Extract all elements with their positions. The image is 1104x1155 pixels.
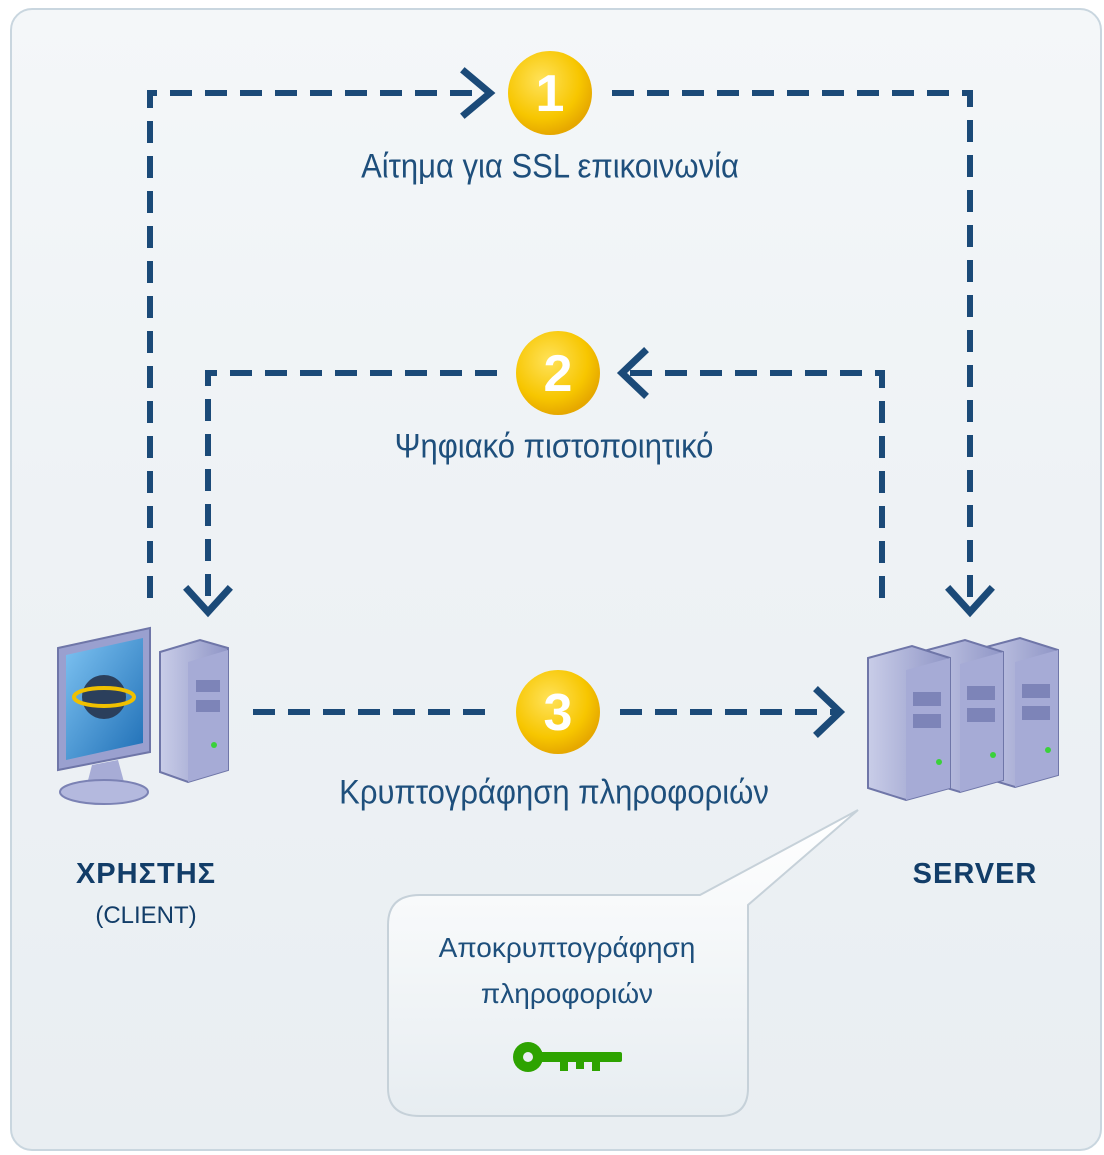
key-icon — [513, 1042, 622, 1072]
step-3-label: Κρυπτογράφηση πληροφοριών — [339, 772, 769, 812]
step-number-3: 3 — [544, 684, 573, 742]
step-1-label: Αίτημα για SSL επικοινωνία — [361, 146, 739, 186]
step-badge-3: 3 — [516, 670, 600, 754]
callout-line-1: Αποκρυπτογράφηση — [438, 932, 696, 963]
client-title: ΧΡΗΣΤΗΣ — [75, 858, 217, 890]
arrow-encryption-head — [813, 686, 846, 738]
callout-line-2: πληροφοριών — [480, 978, 654, 1009]
server-icon — [867, 636, 1059, 802]
step-number-2: 2 — [544, 345, 573, 403]
server-title: SERVER — [912, 858, 1038, 890]
arrow-certificate — [205, 370, 885, 610]
step-number-1: 1 — [536, 65, 565, 123]
arrow-request-heads — [460, 67, 995, 618]
decryption-callout — [387, 809, 859, 1117]
step-badge-2: 2 — [516, 331, 600, 415]
arrow-certificate-heads — [183, 347, 649, 618]
client-computer-icon — [57, 626, 229, 805]
callout-text: Αποκρυπτογράφηση πληροφοριών — [439, 925, 696, 1017]
client-subtitle: (CLIENT) — [95, 902, 197, 929]
arrow-request — [147, 90, 973, 610]
step-badge-1: 1 — [508, 51, 592, 135]
step-2-label: Ψηφιακό πιστοποιητικό — [394, 426, 714, 466]
